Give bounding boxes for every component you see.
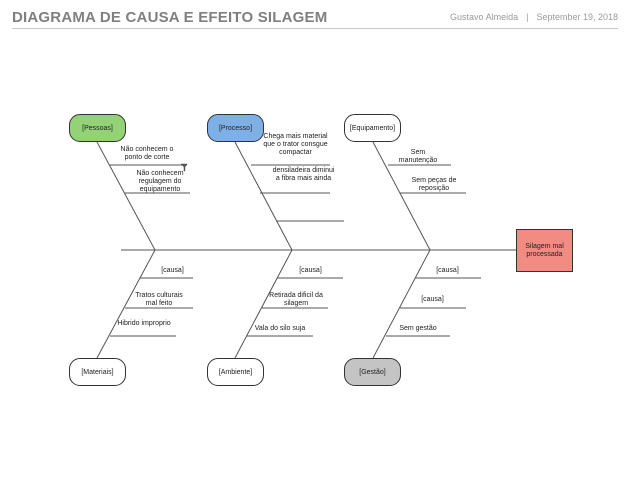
cause-processo-1[interactable]: Chega mais material que o trator consgue… bbox=[263, 133, 328, 156]
cause-ambiente-3[interactable]: Vala do silo suja bbox=[254, 325, 306, 332]
diagram-title: DIAGRAMA DE CAUSA E EFEITO SILAGEM bbox=[12, 9, 328, 26]
cause-ambiente-1[interactable]: [causa] bbox=[299, 267, 322, 274]
cause-equipamento-2[interactable]: Sem peças de reposição bbox=[411, 177, 457, 192]
cause-materiais-2[interactable]: Tratos culturais mal feito bbox=[135, 292, 183, 307]
rib-gestao bbox=[372, 249, 431, 359]
cause-gestao-1[interactable]: [causa] bbox=[436, 267, 459, 274]
diagram-date: September 19, 2018 bbox=[536, 12, 618, 22]
cause-equipamento-1[interactable]: Sem manutenção bbox=[398, 149, 438, 164]
category-gestao[interactable]: [Gestão] bbox=[344, 358, 401, 386]
category-ambiente[interactable]: [Ambiente] bbox=[207, 358, 264, 386]
cause-gestao-2[interactable]: [causa] bbox=[421, 296, 444, 303]
rib-pessoas bbox=[96, 141, 156, 251]
cause-ambiente-2[interactable]: Retirada dificil da silagem bbox=[269, 292, 323, 307]
cause-pessoas-1[interactable]: Não conhecem o ponto de corte bbox=[120, 146, 174, 161]
cause-gestao-3[interactable]: Sem gestão bbox=[399, 325, 437, 332]
header-divider bbox=[12, 28, 618, 29]
header-meta: Gustavo Almeida | September 19, 2018 bbox=[450, 12, 618, 22]
category-materiais[interactable]: [Materiais] bbox=[69, 358, 126, 386]
cause-materiais-3[interactable]: Hibrido improprio bbox=[117, 320, 171, 327]
rib-processo bbox=[234, 141, 293, 251]
rib-equipamento bbox=[372, 141, 431, 251]
cause-processo-2[interactable]: densiladeira diminui a fibra mais ainda bbox=[272, 167, 335, 182]
author-name: Gustavo Almeida bbox=[450, 12, 519, 22]
cursor-marker-icon bbox=[180, 163, 188, 172]
category-processo[interactable]: [Processo] bbox=[207, 114, 264, 142]
rib-materiais bbox=[96, 249, 156, 359]
category-equipamento[interactable]: [Equipamento] bbox=[344, 114, 401, 142]
cause-materiais-1[interactable]: [causa] bbox=[161, 267, 184, 274]
cause-pessoas-2[interactable]: Não conhecem regulagem do equipamento bbox=[136, 170, 184, 193]
meta-separator: | bbox=[526, 12, 529, 22]
effect-box[interactable]: Silagem mal processada bbox=[516, 229, 573, 272]
category-pessoas[interactable]: [Pessoas] bbox=[69, 114, 126, 142]
rib-ambiente bbox=[234, 249, 293, 359]
